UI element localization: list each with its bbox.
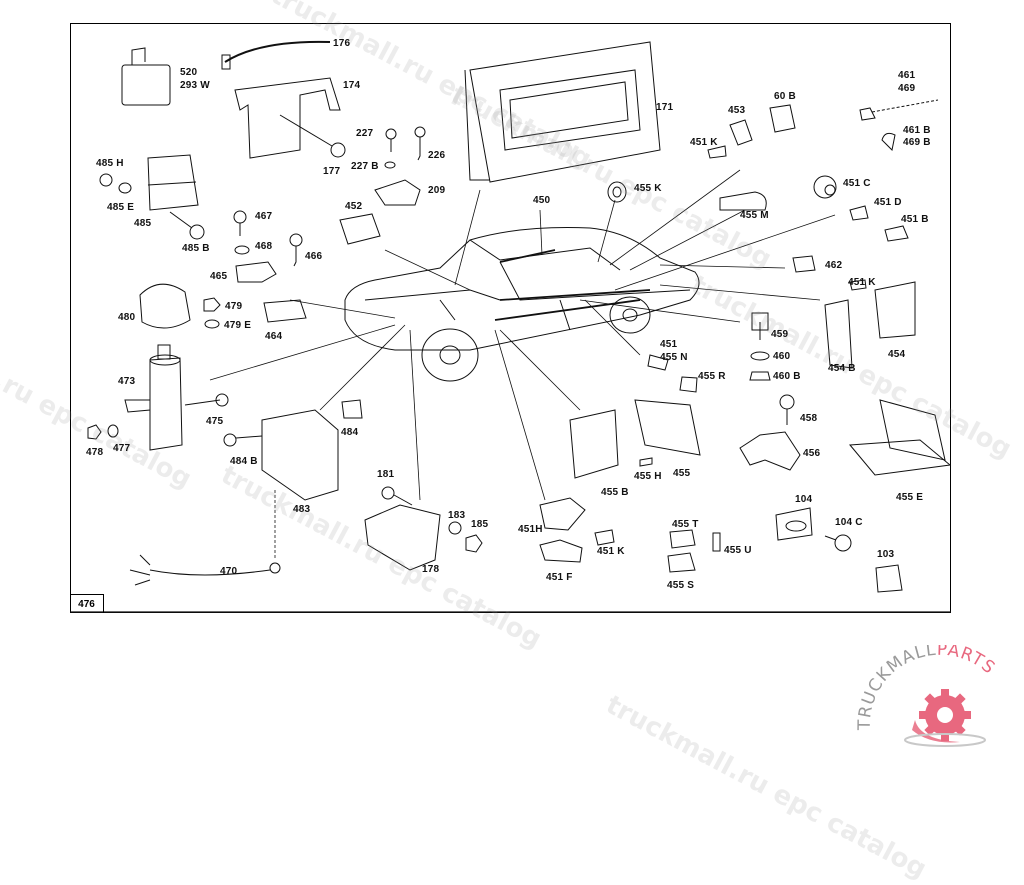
part-label-485[interactable]: 485 xyxy=(134,218,152,229)
part-label-104[interactable]: 104 xyxy=(795,494,813,505)
part-label-451k-right[interactable]: 451 K xyxy=(848,277,876,288)
part-label-478[interactable]: 478 xyxy=(86,447,104,458)
part-label-227b[interactable]: 227 B xyxy=(351,161,379,172)
part-label-470[interactable]: 470 xyxy=(220,566,238,577)
part-label-458[interactable]: 458 xyxy=(800,413,818,424)
part-label-103[interactable]: 103 xyxy=(877,549,895,560)
part-label-171[interactable]: 171 xyxy=(656,102,674,113)
part-label-462[interactable]: 462 xyxy=(825,260,843,271)
part-label-466[interactable]: 466 xyxy=(305,251,323,262)
part-label-485e[interactable]: 485 E xyxy=(107,202,135,213)
part-label-485b[interactable]: 485 B xyxy=(182,243,210,254)
part-label-183[interactable]: 183 xyxy=(448,510,466,521)
part-shapes xyxy=(87,40,952,593)
part-label-455r[interactable]: 455 R xyxy=(698,371,726,382)
part-label-455b[interactable]: 455 B xyxy=(601,487,629,498)
part-label-454[interactable]: 454 xyxy=(888,349,906,360)
part-label-485h[interactable]: 485 H xyxy=(96,158,124,169)
part-label-178[interactable]: 178 xyxy=(422,564,440,575)
part-label-484[interactable]: 484 xyxy=(341,427,359,438)
part-label-451b[interactable]: 451 B xyxy=(901,214,929,225)
part-label-451c[interactable]: 451 C xyxy=(843,178,871,189)
car-illustration xyxy=(344,227,700,382)
part-label-456[interactable]: 456 xyxy=(803,448,821,459)
part-label-453[interactable]: 453 xyxy=(728,105,746,116)
part-label-455[interactable]: 455 xyxy=(673,468,691,479)
part-label-451k-bottom[interactable]: 451 K xyxy=(597,546,625,557)
part-label-60b[interactable]: 60 B xyxy=(774,91,796,102)
part-label-464[interactable]: 464 xyxy=(265,331,283,342)
part-label-460[interactable]: 460 xyxy=(773,351,791,362)
part-label-181[interactable]: 181 xyxy=(377,469,395,480)
part-label-455k[interactable]: 455 K xyxy=(634,183,662,194)
part-label-451[interactable]: 451 xyxy=(660,339,678,350)
part-label-104c[interactable]: 104 C xyxy=(835,517,863,528)
part-label-227[interactable]: 227 xyxy=(356,128,374,139)
part-label-174[interactable]: 174 xyxy=(343,80,361,91)
logo-text-parts: PARTS xyxy=(937,645,999,679)
part-label-479[interactable]: 479 xyxy=(225,301,243,312)
part-label-455t[interactable]: 455 T xyxy=(672,519,699,530)
part-label-176[interactable]: 176 xyxy=(333,38,351,49)
exploded-parts-diagram xyxy=(70,40,952,613)
part-label-452[interactable]: 452 xyxy=(345,201,363,212)
part-label-451h[interactable]: 451H xyxy=(518,524,543,535)
part-label-451f[interactable]: 451 F xyxy=(546,572,573,583)
part-label-461[interactable]: 461 xyxy=(898,70,916,81)
part-label-455u[interactable]: 455 U xyxy=(724,545,752,556)
part-label-177[interactable]: 177 xyxy=(323,166,341,177)
part-label-465[interactable]: 465 xyxy=(210,271,228,282)
part-label-454b[interactable]: 454 B xyxy=(828,363,856,374)
part-label-473[interactable]: 473 xyxy=(118,376,136,387)
part-label-226[interactable]: 226 xyxy=(428,150,446,161)
part-label-469[interactable]: 469 xyxy=(898,83,916,94)
part-label-477[interactable]: 477 xyxy=(113,443,131,454)
part-label-469b[interactable]: 469 B xyxy=(903,137,931,148)
part-label-461b[interactable]: 461 B xyxy=(903,125,931,136)
part-label-480[interactable]: 480 xyxy=(118,312,136,323)
gear-icon xyxy=(904,689,986,747)
part-label-484b[interactable]: 484 B xyxy=(230,456,258,467)
part-label-483[interactable]: 483 xyxy=(293,504,311,515)
part-label-455s[interactable]: 455 S xyxy=(667,580,695,591)
part-label-185[interactable]: 185 xyxy=(471,519,489,530)
part-label-451d[interactable]: 451 D xyxy=(874,197,902,208)
part-label-479e[interactable]: 479 E xyxy=(224,320,252,331)
part-label-455h[interactable]: 455 H xyxy=(634,471,662,482)
part-label-209[interactable]: 209 xyxy=(428,185,446,196)
part-label-468[interactable]: 468 xyxy=(255,241,273,252)
part-label-293w[interactable]: 293 W xyxy=(180,80,210,91)
part-label-459[interactable]: 459 xyxy=(771,329,789,340)
part-label-455m[interactable]: 455 M xyxy=(740,210,769,221)
part-label-451k-top[interactable]: 451 K xyxy=(690,137,718,148)
part-label-520[interactable]: 520 xyxy=(180,67,198,78)
part-label-460b[interactable]: 460 B xyxy=(773,371,801,382)
part-label-455e[interactable]: 455 E xyxy=(896,492,924,503)
part-label-475[interactable]: 475 xyxy=(206,416,224,427)
part-label-467[interactable]: 467 xyxy=(255,211,273,222)
part-label-455n[interactable]: 455 N xyxy=(660,352,688,363)
figure-number: 476 xyxy=(70,594,104,613)
leader-lines xyxy=(209,169,836,560)
truckmall-parts-logo: TRUCKMALLPARTS xyxy=(855,645,999,747)
part-label-450[interactable]: 450 xyxy=(533,195,551,206)
